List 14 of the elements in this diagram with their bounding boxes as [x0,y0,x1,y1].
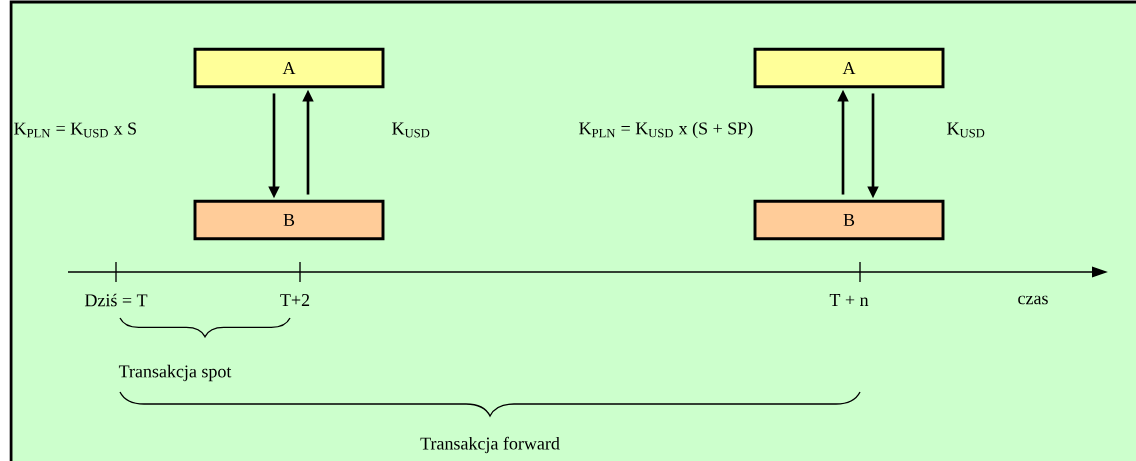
currency-label: K$_{USD}$ [947,122,985,138]
box: A [753,47,945,89]
tick-label: T + n [829,294,869,306]
formula: K$_{PLN}$ = K$_{USD}$ x S [14,122,136,138]
brace-label: Transakcja forward [420,436,560,454]
tick-label: Dziś = T [84,293,148,307]
box: B [193,199,385,241]
box: B [753,199,945,241]
brace-label: Transakcja spot [118,364,232,382]
formula: K$_{PLN}$ = K$_{USD}$ x (S + SP) [579,121,753,139]
axis-label: czas [1018,295,1048,305]
currency-label: K$_{USD}$ [392,122,430,138]
box: A [193,47,385,89]
tick-label: T+2 [280,294,310,306]
